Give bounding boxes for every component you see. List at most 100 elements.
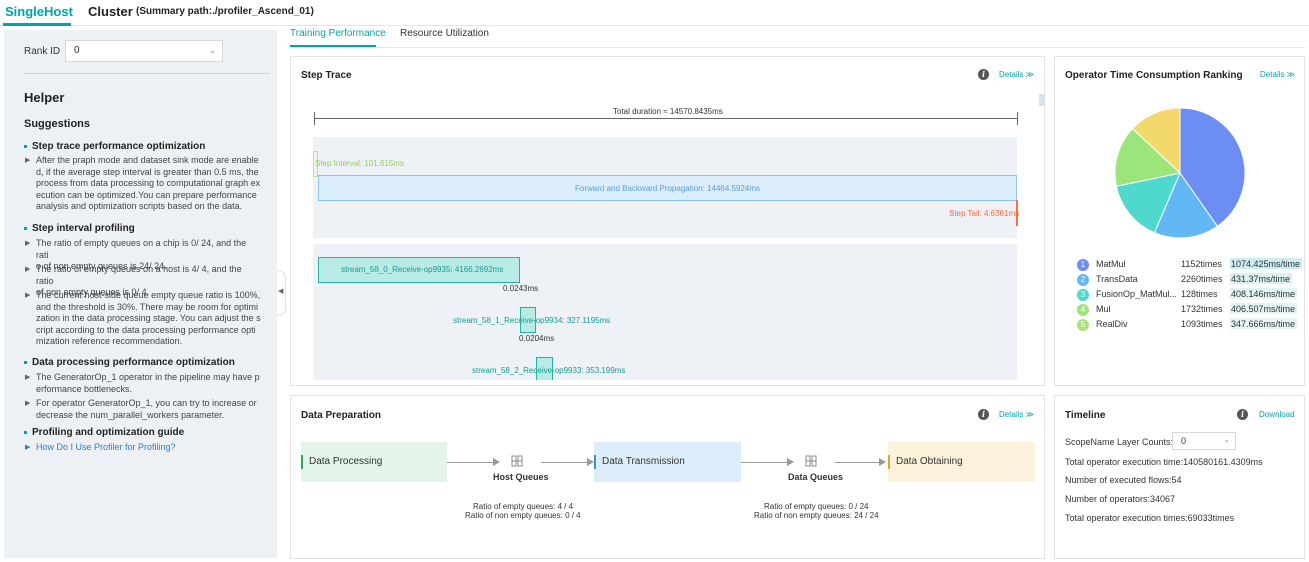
ranking-row[interactable]: 5 RealDiv 1093times 347.666ms/time <box>1077 318 1307 332</box>
suggestion-item: ▶ The GeneratorOp_1 operator in the pipe… <box>24 372 261 395</box>
bullet-triangle-icon: ▶ <box>25 155 30 167</box>
operator-count: 1152times <box>1181 259 1222 269</box>
operator-pie-chart <box>1110 103 1250 243</box>
section-title-profiling-guide: Profiling and optimization guide <box>24 427 184 438</box>
tab-cluster[interactable]: Cluster <box>88 4 133 19</box>
operator-avg-time: 431.37ms/time <box>1230 273 1292 284</box>
operator-name: TransData <box>1096 274 1176 284</box>
operator-avg-time: 347.666ms/time <box>1230 318 1297 329</box>
total-exec-time: Total operator execution time:140580161.… <box>1065 457 1263 467</box>
active-tab-underline <box>3 23 71 26</box>
host-empty-ratio: Ratio of empty queues: 4 / 4 <box>473 502 573 511</box>
rank-id-value: 0 <box>74 45 80 56</box>
helper-title: Helper <box>24 90 64 105</box>
tab-resource-utilization[interactable]: Resource Utilization <box>400 28 489 39</box>
data-preparation-title: Data Preparation <box>301 410 381 421</box>
chevron-down-icon: ⌄ <box>208 45 216 56</box>
rank-badge: 4 <box>1077 304 1089 316</box>
info-icon[interactable]: i <box>978 69 989 80</box>
helper-sidebar: Rank ID 0 ⌄ Helper Suggestions Step trac… <box>4 30 277 558</box>
operator-ranking-card: Operator Time Consumption Ranking Detail… <box>1054 56 1305 386</box>
operator-name: FusionOp_MatMul... <box>1096 289 1176 299</box>
step-trace-chart: Total duration ≈ 14570.8435ms Step Inter… <box>291 90 1041 380</box>
section-title-step-trace: Step trace performance optimization <box>24 141 205 152</box>
sidebar-collapse-handle[interactable]: ◀ <box>277 270 286 316</box>
ranking-row[interactable]: 2 TransData 2260times 431.37ms/time <box>1077 273 1307 287</box>
bullet-triangle-icon: ▶ <box>25 372 30 384</box>
section-title-data-processing: Data processing performance optimization <box>24 357 235 368</box>
tab-training-performance[interactable]: Training Performance <box>290 28 386 39</box>
operator-count: 1732times <box>1181 304 1223 314</box>
stream-gap-label: 0.0204ms <box>519 334 554 343</box>
scope-layer-label: ScopeName Layer Counts: <box>1065 437 1173 447</box>
forward-backward-label: Forward and Backward Propagation: 14464.… <box>575 184 760 193</box>
total-duration-label: Total duration ≈ 14570.8435ms <box>613 107 723 116</box>
operator-avg-time: 1074.425ms/time <box>1230 258 1302 269</box>
ranking-row[interactable]: 3 FusionOp_MatMul... 128times 408.146ms/… <box>1077 288 1307 302</box>
suggestions-title: Suggestions <box>24 118 90 130</box>
stream-label: stream_58_1_Receive-op9934: 327.1195ms <box>453 316 610 325</box>
info-icon[interactable]: i <box>978 409 989 420</box>
flow-line <box>835 462 881 463</box>
rank-id-select[interactable]: 0 ⌄ <box>65 40 223 62</box>
rank-badge: 2 <box>1077 274 1089 286</box>
data-empty-ratio: Ratio of empty queues: 0 / 24 <box>764 502 869 511</box>
step-trace-title: Step Trace <box>301 70 352 81</box>
chart-scrollbar[interactable] <box>1039 94 1045 106</box>
data-queues-label: Data Queues <box>788 472 843 482</box>
chevron-down-icon: ⌄ <box>1223 435 1230 444</box>
step-trace-details-link[interactable]: Details ≫ <box>999 70 1034 79</box>
bullet-triangle-icon: ▶ <box>25 290 30 302</box>
rank-id-label: Rank ID <box>24 46 60 57</box>
data-processing-stage[interactable]: Data Processing <box>301 442 447 482</box>
forward-backward-bar[interactable]: Forward and Backward Propagation: 14464.… <box>318 175 1017 201</box>
scope-layer-select[interactable]: 0 ⌄ <box>1172 432 1236 450</box>
profiling-guide-link[interactable]: ▶ How Do I Use Profiler for Profiling? <box>24 442 261 454</box>
timeline-title: Timeline <box>1065 410 1105 421</box>
active-tab-underline <box>290 45 376 47</box>
operator-avg-time: 408.146ms/time <box>1230 288 1297 299</box>
operator-ranking-details-link[interactable]: Details ≫ <box>1260 70 1295 79</box>
bullet-triangle-icon: ▶ <box>25 264 30 276</box>
arrow-right-icon <box>493 458 500 466</box>
data-transmission-stage[interactable]: Data Transmission <box>594 442 741 482</box>
operator-count: Number of operators:34067 <box>1065 494 1175 504</box>
data-preparation-card: Data Preparation i Details ≫ Data Proces… <box>290 395 1045 559</box>
total-exec-times: Total operator execution times:69033time… <box>1065 513 1234 523</box>
flow-line <box>447 462 493 463</box>
bullet-triangle-icon: ▶ <box>25 442 30 454</box>
operator-avg-time: 406.507ms/time <box>1230 303 1297 314</box>
step-tail-label: Step Tail: 4.6361ms <box>949 209 1019 218</box>
rank-badge: 1 <box>1077 259 1089 271</box>
info-icon[interactable]: i <box>1237 409 1248 420</box>
operator-name: Mul <box>1096 304 1176 314</box>
bullet-triangle-icon: ▶ <box>25 238 30 250</box>
ranking-row[interactable]: 1 MatMul 1152times 1074.425ms/time <box>1077 258 1307 272</box>
data-obtaining-label: Data Obtaining <box>896 456 963 467</box>
tab-single-host[interactable]: SingleHost <box>5 4 73 19</box>
suggestion-item: ▶ After the praph mode and dataset sink … <box>24 155 261 213</box>
operator-name: RealDiv <box>1096 319 1176 329</box>
sidebar-divider <box>24 73 270 74</box>
data-obtaining-stage[interactable]: Data Obtaining <box>888 442 1035 482</box>
timeline-card: Timeline i Download ScopeName Layer Coun… <box>1054 395 1305 559</box>
ruler-start-tick <box>314 112 315 125</box>
host-non-empty-ratio: Ratio of non empty queues: 0 / 4 <box>465 511 581 520</box>
top-header: SingleHost Cluster (Summary path:./profi… <box>0 0 1309 26</box>
flow-line <box>541 462 587 463</box>
rank-badge: 3 <box>1077 289 1089 301</box>
bullet-triangle-icon: ▶ <box>25 398 30 410</box>
suggestion-item: ▶ For operator GeneratorOp_1, you can tr… <box>24 398 261 421</box>
summary-path: (Summary path:./profiler_Ascend_01) <box>136 6 314 17</box>
chevron-left-icon: ◀ <box>278 287 283 295</box>
executed-flows: Number of executed flows:54 <box>1065 475 1182 485</box>
ranking-row[interactable]: 4 Mul 1732times 406.507ms/time <box>1077 303 1307 317</box>
step-interval-label: Step Interval: 101.615ms <box>315 159 404 168</box>
timeline-download-link[interactable]: Download <box>1259 410 1295 419</box>
operator-name: MatMul <box>1096 259 1176 269</box>
stream-label: stream_58_0_Receive-op9935: 4166.2692ms <box>341 265 503 274</box>
arrow-right-icon <box>787 458 794 466</box>
ruler-end-tick <box>1017 112 1018 125</box>
data-preparation-details-link[interactable]: Details ≫ <box>999 410 1034 419</box>
